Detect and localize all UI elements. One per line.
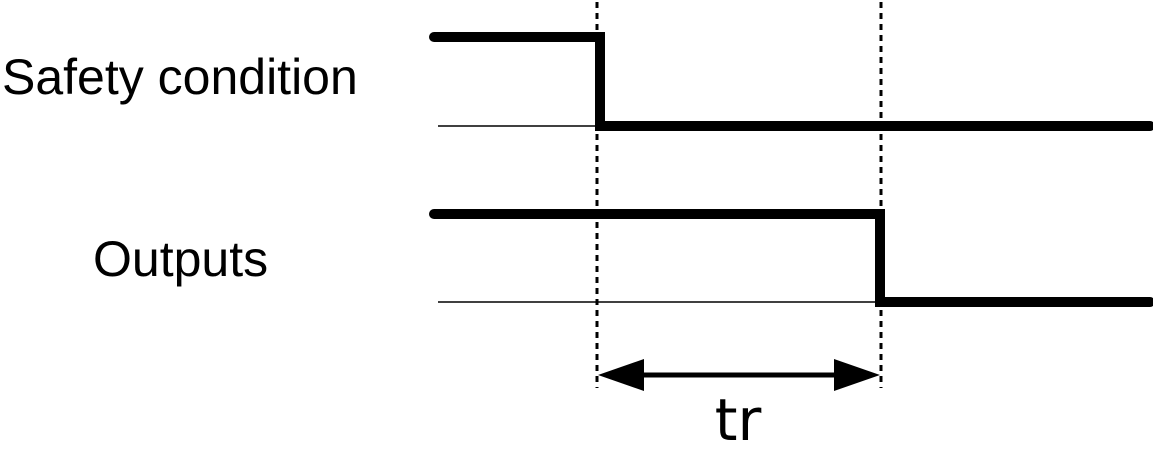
safety-condition-waveform	[429, 32, 1153, 131]
response-time-arrow-left-head	[598, 359, 644, 391]
outputs-waveform	[429, 209, 1153, 307]
response-time-arrow-right-head	[834, 359, 880, 391]
response-time-label: tr	[715, 386, 762, 454]
safety-condition-label: Safety condition	[2, 49, 358, 105]
outputs-label: Outputs	[93, 231, 268, 287]
